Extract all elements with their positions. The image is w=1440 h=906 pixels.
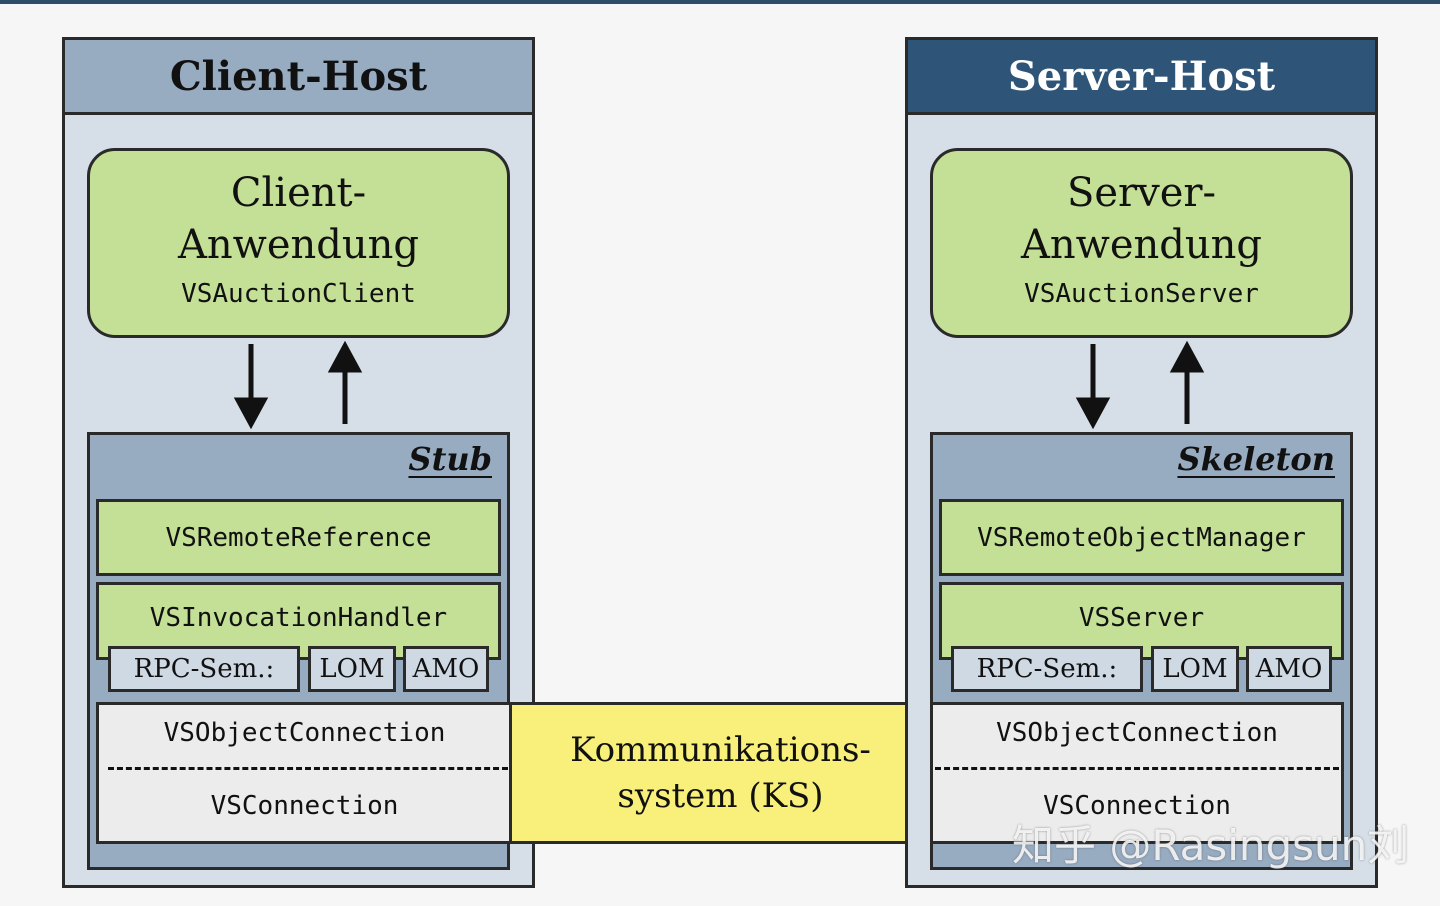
client-host-title: Client-Host [62,37,535,115]
server-host-title: Server-Host [905,37,1378,115]
client-arrows [233,340,363,430]
client-amo: AMO [403,646,489,692]
client-connection-divider [108,767,508,770]
client-application: Client- Anwendung VSAuctionClient [87,148,510,338]
client-remote-reference: VSRemoteReference [96,499,501,576]
server-connection-divider [935,767,1339,770]
server-amo: AMO [1246,646,1332,692]
server-down-arrow-head [1075,397,1111,430]
client-app-code: VSAuctionClient [181,279,416,309]
server-object-connection: VSObjectConnection [996,718,1278,748]
server-up-arrow-head [1169,340,1205,373]
client-lom: LOM [308,646,396,692]
server-connection: VSConnection [1043,791,1231,821]
server-remote-object-manager: VSRemoteObjectManager [939,499,1344,576]
ks-line1: Kommunikations- [570,730,871,770]
client-rpc-semantics: RPC-Sem.: [108,646,300,692]
server-arrows [1075,340,1205,430]
server-app-line2: Anwendung [1020,222,1263,268]
server-skeleton-title: Skeleton [1177,440,1335,478]
ks-line2: system (KS) [617,776,824,816]
top-bar [0,0,1440,4]
client-connection: VSConnection [210,791,399,821]
server-app-line1: Server- [1066,170,1217,216]
client-connection-box [96,702,513,844]
server-lom: LOM [1151,646,1239,692]
watermark: 知乎 @Rasingsun刘 [1012,821,1410,870]
server-application: Server- Anwendung VSAuctionServer [930,148,1353,338]
client-stub-title: Stub [408,440,492,478]
client-up-arrow-head [327,340,363,373]
communication-system: Kommunikations- system (KS) [509,702,932,844]
server-connection-box [930,702,1344,844]
client-app-line2: Anwendung [177,222,420,268]
client-object-connection: VSObjectConnection [163,718,446,748]
client-app-line1: Client- [230,170,367,216]
server-rpc-semantics: RPC-Sem.: [951,646,1143,692]
client-down-arrow-head [233,397,269,430]
server-app-code: VSAuctionServer [1024,279,1259,309]
